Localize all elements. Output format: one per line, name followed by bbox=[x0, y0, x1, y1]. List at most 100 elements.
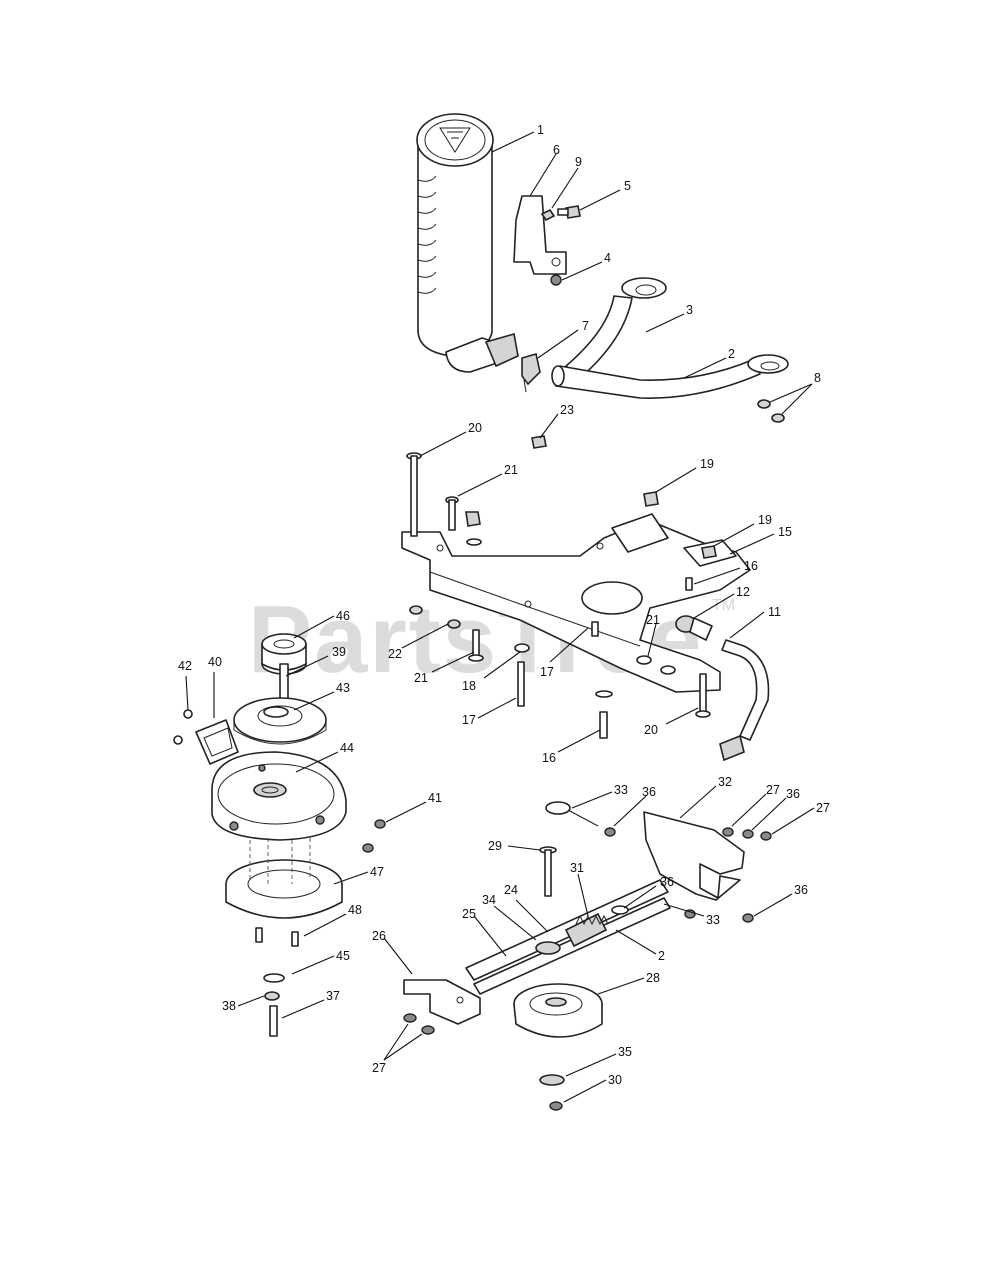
callout: 6 bbox=[529, 143, 560, 197]
callout-label: 40 bbox=[208, 655, 222, 669]
washer-16 bbox=[595, 690, 613, 698]
callout-label: 3 bbox=[686, 303, 693, 317]
callout: 19 bbox=[655, 457, 714, 493]
callout-label: 36 bbox=[786, 787, 800, 801]
pulley-47 bbox=[225, 838, 343, 919]
callout-label: 27 bbox=[372, 1061, 386, 1075]
callout: 33 bbox=[571, 783, 628, 809]
callout-label: 8 bbox=[814, 371, 821, 385]
callout: 24 bbox=[504, 883, 549, 933]
clamp-7 bbox=[521, 352, 541, 393]
callout-layer: 1 6 9 5 4 3 7 2 8 20 23 21 19 19 15 16 1… bbox=[178, 123, 830, 1103]
hose-fitting bbox=[675, 615, 713, 641]
bolt-19b bbox=[701, 545, 717, 559]
nut-27a bbox=[722, 827, 734, 837]
callout: 5 bbox=[579, 179, 631, 211]
callout: 26 bbox=[372, 929, 413, 975]
callout: 2 bbox=[683, 347, 735, 379]
idler-arm bbox=[465, 879, 671, 995]
callout-label: 25 bbox=[462, 907, 476, 921]
washer-35 bbox=[539, 1074, 565, 1086]
callout: 17 bbox=[462, 697, 517, 727]
callout: 15 bbox=[729, 525, 792, 555]
anti-rotation-bracket-40 bbox=[195, 719, 239, 765]
callout-label: 26 bbox=[372, 929, 386, 943]
callout: 46 bbox=[293, 609, 350, 639]
washer-45 bbox=[263, 973, 285, 983]
callout-label: 36 bbox=[660, 875, 674, 889]
callout-label: 46 bbox=[336, 609, 350, 623]
bolt-17b bbox=[591, 621, 599, 637]
callout-label: 41 bbox=[428, 791, 442, 805]
callout-label: 21 bbox=[414, 671, 428, 685]
callout: 42 bbox=[178, 659, 192, 711]
callout-label: 43 bbox=[336, 681, 350, 695]
callout-label: 32 bbox=[718, 775, 732, 789]
callout: 36 bbox=[751, 787, 800, 831]
nut-41 bbox=[374, 819, 386, 829]
callout: 30 bbox=[563, 1073, 622, 1103]
callout-label: 20 bbox=[468, 421, 482, 435]
nut-4 bbox=[550, 274, 562, 286]
callout-label: 48 bbox=[348, 903, 362, 917]
callout-label: 6 bbox=[553, 143, 560, 157]
hose bbox=[719, 639, 770, 762]
callout: 27 bbox=[771, 801, 830, 835]
callout: 4 bbox=[561, 251, 611, 281]
callout-label: 23 bbox=[560, 403, 574, 417]
nut-22b bbox=[447, 619, 461, 629]
exhaust-pipe-upper bbox=[565, 277, 667, 379]
callout-label: 33 bbox=[614, 783, 628, 797]
callout-label: 2 bbox=[728, 347, 735, 361]
callout: 23 bbox=[539, 403, 574, 439]
bolt-33-top bbox=[545, 801, 599, 827]
callout: 41 bbox=[385, 791, 442, 823]
bolt-37 bbox=[269, 1005, 278, 1037]
callout: 1 bbox=[491, 123, 544, 153]
callout-label: 7 bbox=[582, 319, 589, 333]
callout: 17 bbox=[540, 627, 589, 679]
nut-8a bbox=[757, 399, 771, 409]
callout: 16 bbox=[542, 729, 601, 765]
bolt-20-top bbox=[406, 452, 422, 537]
callout: 43 bbox=[293, 681, 350, 711]
callout-label: 28 bbox=[646, 971, 660, 985]
callout-label: 17 bbox=[462, 713, 476, 727]
callout: 35 bbox=[565, 1045, 632, 1077]
callout-label: 11 bbox=[768, 605, 781, 619]
callout-label: 45 bbox=[336, 949, 350, 963]
callout: 7 bbox=[537, 319, 589, 359]
bolt-16 bbox=[599, 711, 608, 739]
nut-8b bbox=[771, 413, 785, 423]
callout: 47 bbox=[333, 865, 384, 885]
idler-pulley-28 bbox=[513, 983, 603, 1038]
bolt-20-low-head bbox=[695, 710, 711, 718]
callout-label: 27 bbox=[816, 801, 830, 815]
callout: 27 bbox=[731, 783, 780, 827]
nut-36b bbox=[742, 829, 754, 839]
callout-label: 44 bbox=[340, 741, 354, 755]
bolt-19 bbox=[643, 491, 659, 507]
bolt-5 bbox=[557, 205, 581, 219]
bolt-48a bbox=[255, 927, 263, 943]
clutch-44 bbox=[211, 751, 347, 841]
bolt-29 bbox=[539, 846, 557, 897]
callout-label: 42 bbox=[178, 659, 192, 673]
callout-label: 18 bbox=[462, 679, 476, 693]
callout-label: 4 bbox=[604, 251, 611, 265]
callout-label: 24 bbox=[504, 883, 518, 897]
callout: 20 bbox=[644, 707, 699, 737]
callout: 36 bbox=[623, 875, 674, 909]
callout-label: 19 bbox=[700, 457, 714, 471]
spring-31 bbox=[575, 914, 609, 926]
watermark-tm: TM bbox=[712, 597, 735, 614]
pin-42b bbox=[173, 735, 183, 745]
callout-label: 16 bbox=[744, 559, 758, 573]
pin-42a bbox=[183, 709, 193, 719]
callout-label: 27 bbox=[766, 783, 780, 797]
callout: 12 bbox=[693, 585, 750, 619]
callout-label: 16 bbox=[542, 751, 556, 765]
callout: 37 bbox=[281, 989, 340, 1019]
callout: 2 bbox=[615, 929, 665, 963]
